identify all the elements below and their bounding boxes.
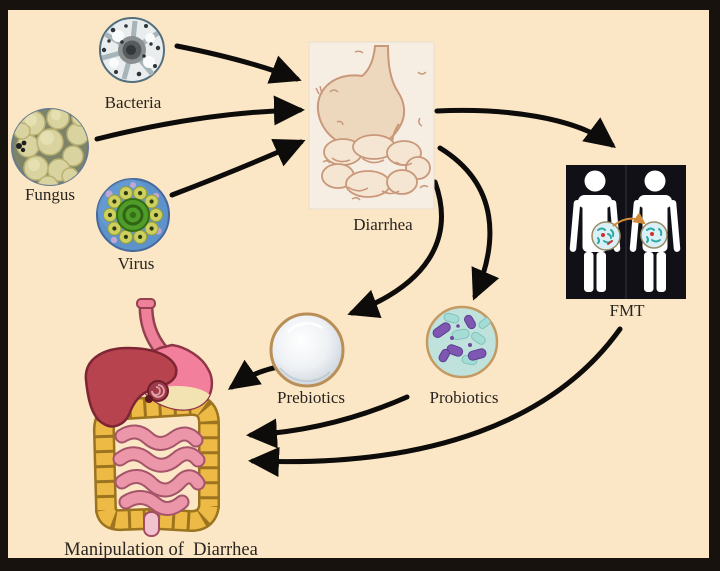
arrow-fungus-to-diarrhea (94, 95, 305, 142)
arrow-probiotics-to-gut (246, 394, 410, 449)
probiotics-bacteria-icon (425, 305, 499, 379)
prebiotics-label: Prebiotics (277, 388, 345, 407)
fmt-panel (566, 165, 686, 299)
arrow-bacteria-to-diarrhea (174, 43, 302, 84)
virus-label: Virus (117, 254, 155, 273)
fungus-label: Fungus (24, 185, 76, 204)
manipulation-of-diarrhea-label: Manipulation of Diarrhea (64, 540, 258, 560)
arrow-diarrhea-to-probiotics (437, 145, 500, 301)
diarrhea-gut-sketch (308, 41, 435, 210)
bacteria-micrograph-icon (99, 17, 165, 83)
arrow-diarrhea-to-prebiotics (347, 179, 444, 319)
arrow-diarrhea-to-fmt (434, 107, 616, 149)
donor-microbiome-icon (591, 221, 621, 251)
recipient-microbiome-icon (640, 221, 668, 249)
fmt-transfer-arrow (612, 212, 646, 227)
arrow-virus-to-diarrhea (169, 138, 306, 198)
gi-tract-illustration (84, 298, 220, 537)
probiotics-label: Probiotics (429, 388, 499, 407)
bacteria-label: Bacteria (104, 93, 162, 112)
arrow-fmt-to-gut (248, 326, 623, 477)
prebiotics-powder-icon (269, 312, 345, 388)
fungus-micrograph-icon (11, 108, 89, 186)
diarrhea-label: Diarrhea (353, 215, 413, 234)
virus-micrograph-icon (96, 178, 170, 252)
fmt-label: FMT (609, 301, 645, 320)
arrows (94, 43, 623, 477)
